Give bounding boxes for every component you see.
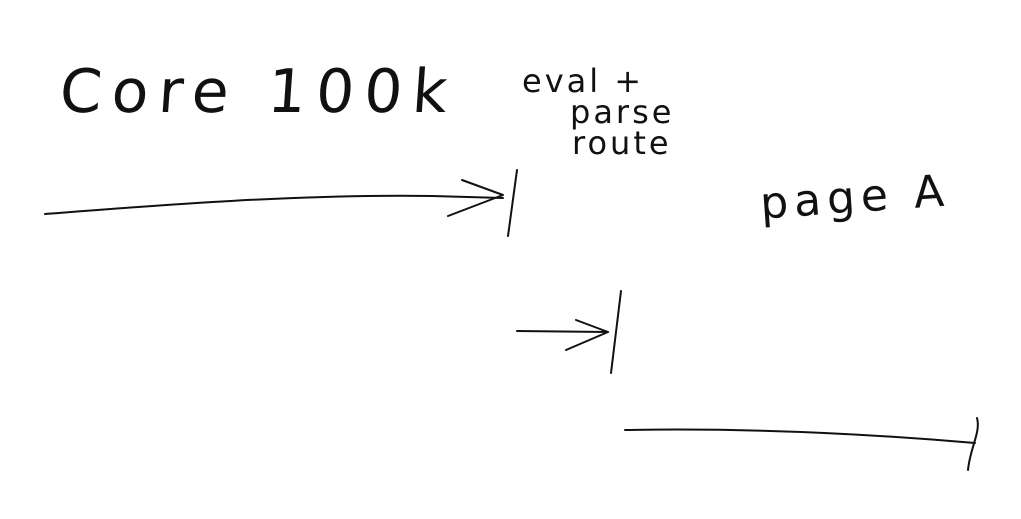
tick-page-end: [967, 417, 979, 471]
label-eval-parse-route: eval + parse route: [522, 62, 675, 162]
label-page-a: page A: [758, 165, 952, 230]
page-a-span-line: [624, 428, 976, 444]
label-route: route: [572, 124, 672, 162]
arrow-eval-to-page: [516, 290, 622, 374]
tick-eval-start: [507, 169, 518, 237]
tick-page-start: [610, 290, 622, 374]
label-eval: eval +: [522, 62, 645, 100]
arrow-eval-to-page-head: [565, 319, 609, 351]
arrow-core-to-eval: [44, 169, 518, 237]
label-core-100k: Core 100k: [57, 57, 460, 127]
label-parse: parse: [570, 93, 675, 131]
arrow-core-to-eval-shaft: [44, 194, 504, 215]
page-a-span: [624, 417, 979, 471]
arrow-eval-to-page-shaft: [516, 330, 609, 333]
arrow-core-to-eval-head: [447, 179, 504, 217]
